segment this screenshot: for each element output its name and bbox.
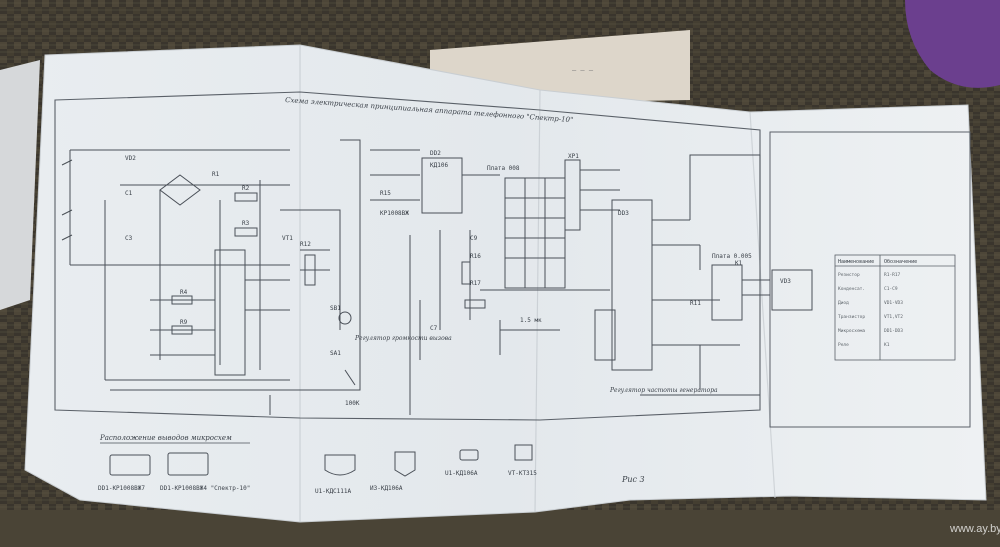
svg-text:C3: C3	[125, 235, 133, 242]
svg-text:R11: R11	[690, 300, 701, 307]
svg-text:C7: C7	[430, 325, 438, 332]
svg-text:ХР1: ХР1	[568, 153, 579, 160]
left-circuit	[61, 139, 361, 415]
svg-text:C1-C9: C1-C9	[884, 286, 898, 292]
svg-text:R15: R15	[380, 190, 391, 197]
svg-text:C9: C9	[470, 235, 478, 242]
svg-text:1.5 мк: 1.5 мк	[520, 317, 542, 324]
svg-text:R2: R2	[242, 185, 250, 192]
svg-text:100К: 100К	[345, 400, 360, 407]
note-frequency: Регулятор частоты генератора	[609, 387, 718, 394]
svg-text:VT1,VT2: VT1,VT2	[884, 314, 903, 320]
pin-layout-title: Расположение выводов микросхем	[99, 434, 232, 442]
svg-text:R16: R16	[470, 253, 481, 260]
svg-text:R1: R1	[212, 171, 220, 178]
parts-table	[834, 254, 956, 361]
svg-text:U1-КДС111А: U1-КДС111А	[315, 488, 352, 495]
svg-text:Плата 008: Плата 008	[487, 165, 520, 172]
svg-text:R4: R4	[180, 289, 188, 296]
watermark: www.ay.by	[949, 523, 1000, 535]
note-volume: Регулятор громкости вызова	[354, 335, 452, 342]
table-header-code: Обозначение	[884, 258, 917, 265]
svg-text:DD2: DD2	[430, 150, 441, 157]
middle-circuit	[370, 149, 620, 415]
svg-text:ИЗ-КД106А: ИЗ-КД106А	[370, 485, 403, 492]
figure-caption: Рис 3	[621, 475, 645, 484]
svg-text:DD1-КР1008ВЖ7: DD1-КР1008ВЖ7	[98, 485, 145, 492]
svg-text:SB1: SB1	[330, 305, 341, 312]
svg-text:DD3: DD3	[618, 210, 629, 217]
svg-text:C1: C1	[125, 190, 133, 197]
chip-outlines	[109, 444, 533, 477]
svg-text:R3: R3	[242, 220, 250, 227]
svg-text:— — —: — — —	[572, 66, 594, 74]
svg-text:КР1008ВЖ: КР1008ВЖ	[380, 210, 409, 217]
svg-text:R9: R9	[180, 319, 188, 326]
svg-text:КД106: КД106	[430, 162, 448, 169]
svg-text:VT1: VT1	[282, 235, 293, 242]
svg-text:Диод: Диод	[838, 300, 849, 306]
svg-text:SA1: SA1	[330, 350, 341, 357]
svg-text:U1-КД106А: U1-КД106А	[445, 470, 478, 477]
table-rows: Резистор R1-R17 Конденсат. C1-C9 Диод VD1-V…	[838, 272, 903, 348]
right-circuit	[594, 154, 813, 396]
svg-text:R12: R12	[300, 241, 311, 248]
svg-text:Конденсат.: Конденсат.	[838, 286, 865, 292]
svg-text:K1: K1	[735, 260, 743, 267]
svg-text:Микросхема: Микросхема	[838, 328, 865, 334]
svg-text:VD3: VD3	[780, 278, 791, 285]
svg-text:Реле: Реле	[838, 342, 849, 348]
svg-text:R17: R17	[470, 280, 481, 287]
svg-text:K1: K1	[884, 342, 890, 348]
chip-labels: DD1-КР1008ВЖ7 DD1-КР1008ВЖ4 "Спектр-10" …	[98, 470, 537, 495]
underlying-sheet-left	[0, 60, 40, 310]
svg-text:DD1-DD3: DD1-DD3	[884, 328, 903, 334]
svg-text:DD1-КР1008ВЖ4 "Спектр-10": DD1-КР1008ВЖ4 "Спектр-10"	[160, 485, 250, 492]
svg-text:Плата 0.005: Плата 0.005	[712, 253, 752, 260]
svg-text:VD1-VD3: VD1-VD3	[884, 300, 903, 306]
table-header-name: Наименование	[838, 259, 874, 265]
svg-text:VD2: VD2	[125, 155, 136, 162]
svg-text:R1-R17: R1-R17	[884, 272, 901, 278]
svg-text:VT-КТ315: VT-КТ315	[508, 470, 537, 477]
svg-text:Резистор: Резистор	[838, 272, 860, 278]
purple-cloth	[905, 0, 1000, 88]
svg-text:Транзистор: Транзистор	[838, 314, 865, 320]
